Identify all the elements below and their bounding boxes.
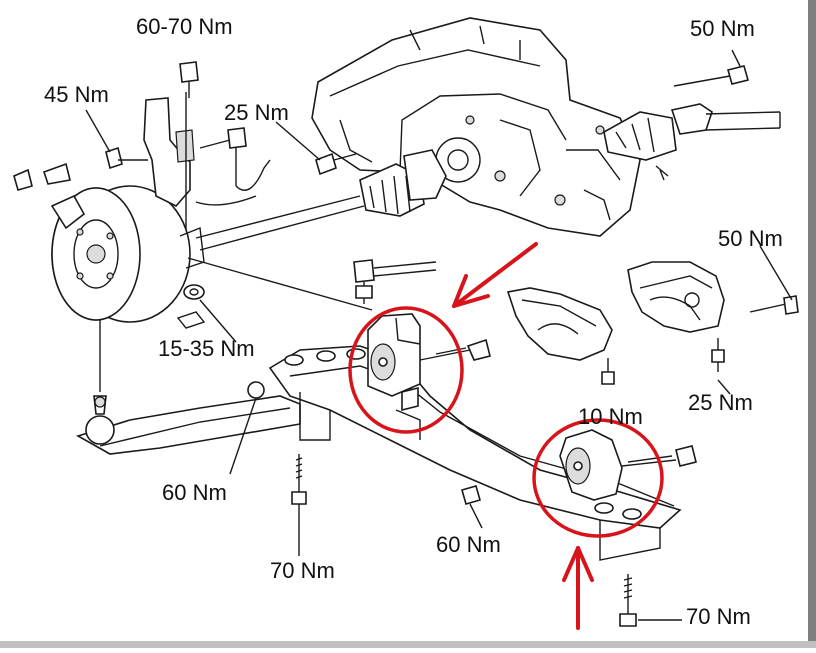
label-15-35-nm: 15-35 Nm [158,336,255,361]
window-frame-right [808,0,816,648]
rear-mount-bracket [627,245,799,395]
bolt-70-right [619,574,682,627]
label-60-nm-left: 60 Nm [162,480,227,505]
highlight-annotations [348,242,664,630]
engine-mount-right [559,429,697,501]
label-25-nm-top: 25 Nm [224,100,289,125]
highlight-circle-center-mount [348,306,464,434]
bolt-70-left [291,454,307,556]
transmission-bolt-25 [275,121,357,176]
label-70-nm-right: 70 Nm [686,604,751,629]
transmission [311,17,641,237]
label-60-nm-mid: 60 Nm [436,532,501,557]
arrow-to-center-mount [452,242,538,308]
bolt-10 [601,358,615,385]
label-45-nm: 45 Nm [44,82,109,107]
label-70-nm-left: 70 Nm [270,558,335,583]
wheel-hub [50,185,205,392]
right-driveshaft [603,49,781,181]
left-driveshaft [195,149,447,251]
highlight-circle-right-mount [532,418,664,538]
window-frame-bottom [0,641,816,648]
tie-rod-end [353,259,437,304]
label-60-70-nm: 60-70 Nm [136,14,233,39]
label-10-nm: 10 Nm [578,404,643,429]
small-fasteners-15-35 [176,257,373,343]
label-50-nm-top: 50 Nm [690,16,755,41]
subframe [268,345,682,561]
label-25-nm-right: 25 Nm [688,390,753,415]
nut-60-mid [461,485,483,529]
steering-knuckle [13,61,271,230]
heat-shield [506,287,613,361]
engine-mount-center [367,313,491,412]
lower-control-arm [75,381,301,475]
label-50-nm-right: 50 Nm [718,226,783,251]
